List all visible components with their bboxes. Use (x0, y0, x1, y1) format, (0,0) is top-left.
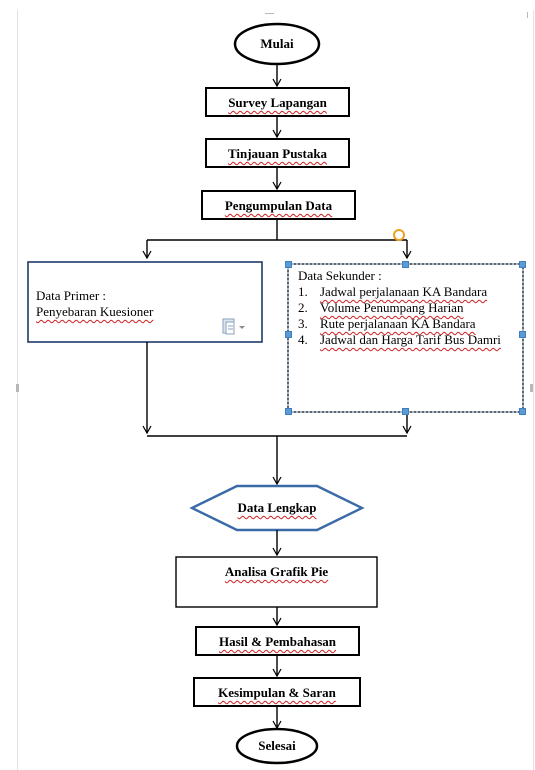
list-item: 2. Volume Penumpang Harian (298, 300, 516, 316)
resize-handle-middle-right[interactable] (519, 331, 526, 338)
resize-handle-top-left[interactable] (285, 261, 292, 268)
paste-options-icon[interactable] (222, 318, 248, 336)
list-item-number: 2. (298, 300, 308, 315)
list-item: 1. Jadwal perjalanaan KA Bandara (298, 284, 516, 300)
hasil-pembahasan-label: Hasil & Pembahasan (218, 634, 336, 649)
page-corner-mark (527, 12, 528, 18)
list-item-text: Volume Penumpang Harian (320, 300, 464, 315)
resize-handle-bottom-left[interactable] (285, 408, 292, 415)
tinjauan-pustaka-label: Tinjauan Pustaka (227, 146, 328, 161)
resize-handle-top-right[interactable] (519, 261, 526, 268)
list-item-text: Jadwal perjalanaan KA Bandara (320, 284, 488, 299)
data-lengkap-decision[interactable] (189, 484, 365, 532)
survey-lapangan-label: Survey Lapangan (228, 95, 327, 110)
end-label: Selesai (258, 738, 296, 753)
data-primer-box[interactable] (27, 261, 263, 343)
data-sekunder-box[interactable] (287, 263, 524, 413)
pengumpulan-data-box[interactable] (201, 190, 356, 220)
resize-handle-bottom-middle[interactable] (402, 408, 409, 415)
page-top-mark (265, 13, 274, 14)
end-terminal[interactable] (235, 727, 319, 765)
analisa-grafik-pie-label: Analisa Grafik Pie (224, 564, 329, 579)
data-primer-title: Data Primer : (36, 288, 107, 303)
data-primer-text: Data Primer : Penyebaran Kuesioner (36, 288, 256, 320)
rotation-handle-icon[interactable] (393, 229, 405, 241)
data-primer-detail: Penyebaran Kuesioner (36, 304, 154, 319)
resize-handle-middle-left[interactable] (285, 331, 292, 338)
list-item-text: Jadwal dan Harga Tarif Bus Damri (320, 332, 501, 347)
list-item: 3. Rute perjalanaan KA Bandara (298, 316, 516, 332)
data-sekunder-title: Data Sekunder : (298, 268, 382, 283)
page-margin-right (533, 10, 534, 770)
resize-handle-bottom-right[interactable] (519, 408, 526, 415)
pengumpulan-data-label: Pengumpulan Data (224, 198, 333, 213)
tinjauan-pustaka-box[interactable] (205, 138, 350, 168)
data-sekunder-list: 1. Jadwal perjalanaan KA Bandara 2. Volume… (298, 284, 516, 348)
start-label: Mulai (260, 36, 294, 51)
list-item-text: Rute perjalanaan KA Bandara (320, 316, 476, 331)
resize-handle-top-middle[interactable] (402, 261, 409, 268)
data-lengkap-label: Data Lengkap (237, 500, 317, 515)
left-margin-mark (16, 384, 19, 392)
list-item-number: 3. (298, 316, 308, 331)
kesimpulan-saran-label: Kesimpulan & Saran (218, 685, 336, 700)
list-item-number: 4. (298, 332, 308, 347)
list-item-number: 1. (298, 284, 308, 299)
list-item: 4. Jadwal dan Harga Tarif Bus Damri (298, 332, 516, 348)
right-margin-mark (530, 384, 533, 392)
data-sekunder-text: Data Sekunder : 1. Jadwal perjalanaan KA … (298, 268, 516, 348)
